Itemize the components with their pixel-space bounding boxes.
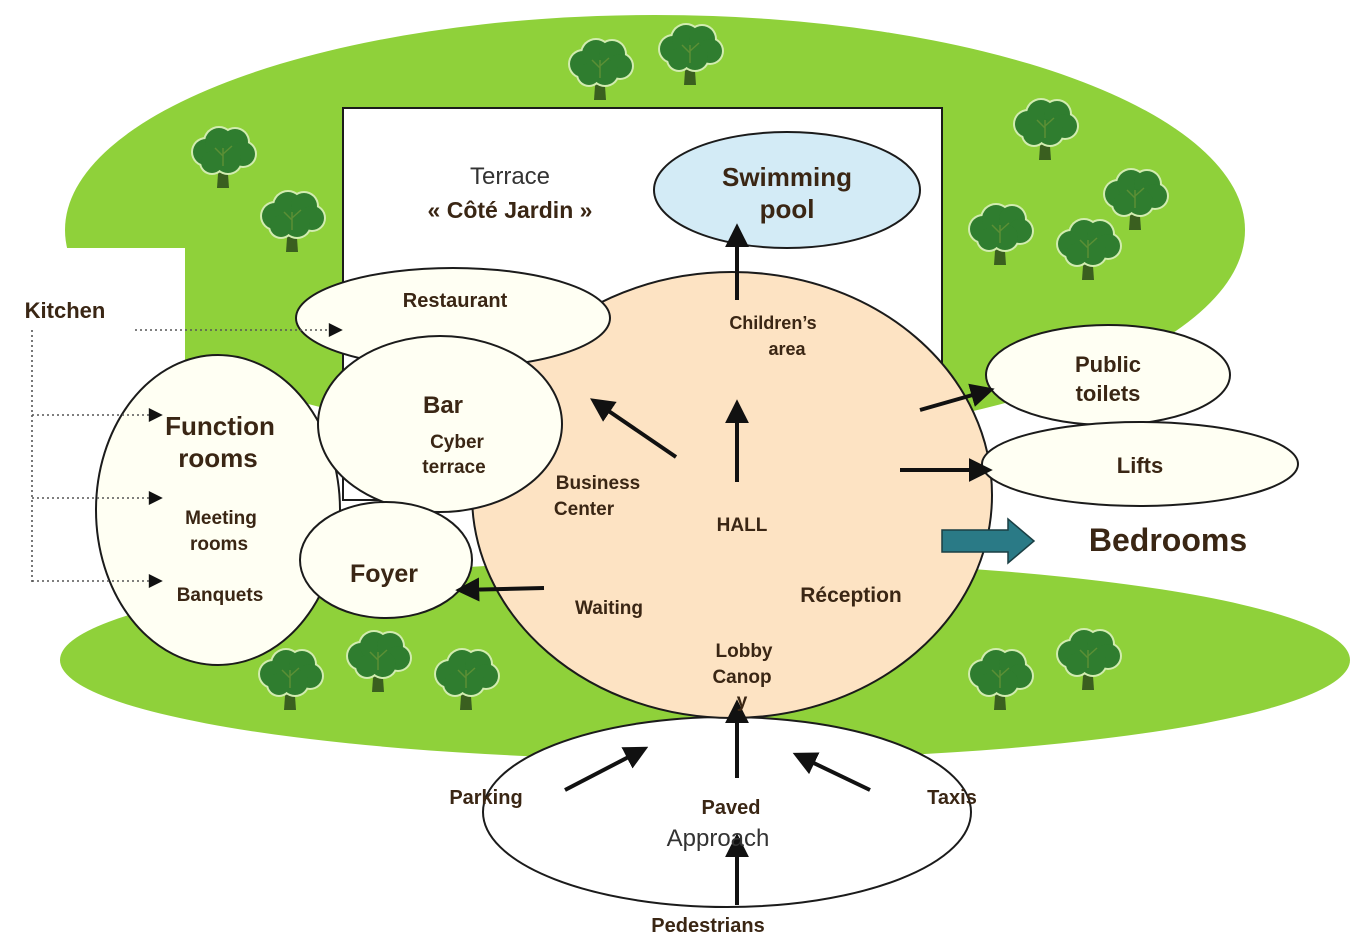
- lobby-canopy-label-line2: Canop: [712, 667, 771, 688]
- cyber-terrace-label-line1: Cyber: [430, 432, 484, 453]
- paved-approach-label-line2: Approach: [667, 825, 770, 852]
- reception-label: Réception: [800, 584, 902, 607]
- bar-node: [317, 335, 563, 513]
- public-toilets-label-line1: Public: [1075, 352, 1141, 377]
- pedestrians-label: Pedestrians: [651, 915, 764, 937]
- swimming-pool-label-line1: Swimming: [722, 162, 852, 192]
- function-rooms-label-line1: Function: [165, 411, 275, 441]
- function-rooms-label-line2: rooms: [178, 443, 257, 473]
- arrow-icon: [919, 383, 995, 412]
- meeting-rooms-label-line2: rooms: [190, 534, 248, 555]
- lobby-canopy-label-line3: y: [737, 691, 748, 712]
- paved-approach-label-line1: Paved: [702, 797, 761, 819]
- taxis-label: Taxis: [927, 787, 977, 809]
- childrens-area-label-line1: Children’s: [729, 313, 816, 333]
- arrow-icon: [792, 752, 871, 792]
- kitchen-label: Kitchen: [25, 298, 106, 323]
- swimming-pool-label-line2: pool: [760, 194, 815, 224]
- bedrooms-label: Bedrooms: [1089, 522, 1247, 558]
- parking-label: Parking: [449, 787, 522, 809]
- cyber-terrace-label-line2: terrace: [422, 457, 485, 478]
- arrow-icon: [564, 746, 649, 792]
- waiting-label: Waiting: [575, 598, 643, 619]
- childrens-area-label-line2: area: [768, 339, 806, 359]
- public-toilets-label-line2: toilets: [1076, 381, 1141, 406]
- business-center-label-line1: Business: [556, 473, 640, 494]
- terrace-subtitle: « Côté Jardin »: [428, 197, 593, 223]
- foyer-node: [299, 501, 473, 619]
- arrow-icon: [455, 577, 545, 602]
- banquets-label: Banquets: [177, 585, 264, 606]
- bar-label: Bar: [423, 392, 463, 419]
- foyer-label: Foyer: [350, 560, 418, 588]
- business-center-label-line2: Center: [554, 499, 615, 520]
- lobby-canopy-label-line1: Lobby: [716, 641, 773, 662]
- terrace-title: Terrace: [470, 163, 550, 190]
- hall-label: HALL: [717, 515, 768, 536]
- swimming-pool-node: [653, 131, 921, 249]
- restaurant-label: Restaurant: [403, 290, 508, 312]
- meeting-rooms-label-line1: Meeting: [185, 508, 257, 529]
- lifts-label: Lifts: [1117, 453, 1163, 478]
- arrow-icon: [590, 398, 678, 459]
- bedrooms-arrow-icon: [941, 517, 1036, 565]
